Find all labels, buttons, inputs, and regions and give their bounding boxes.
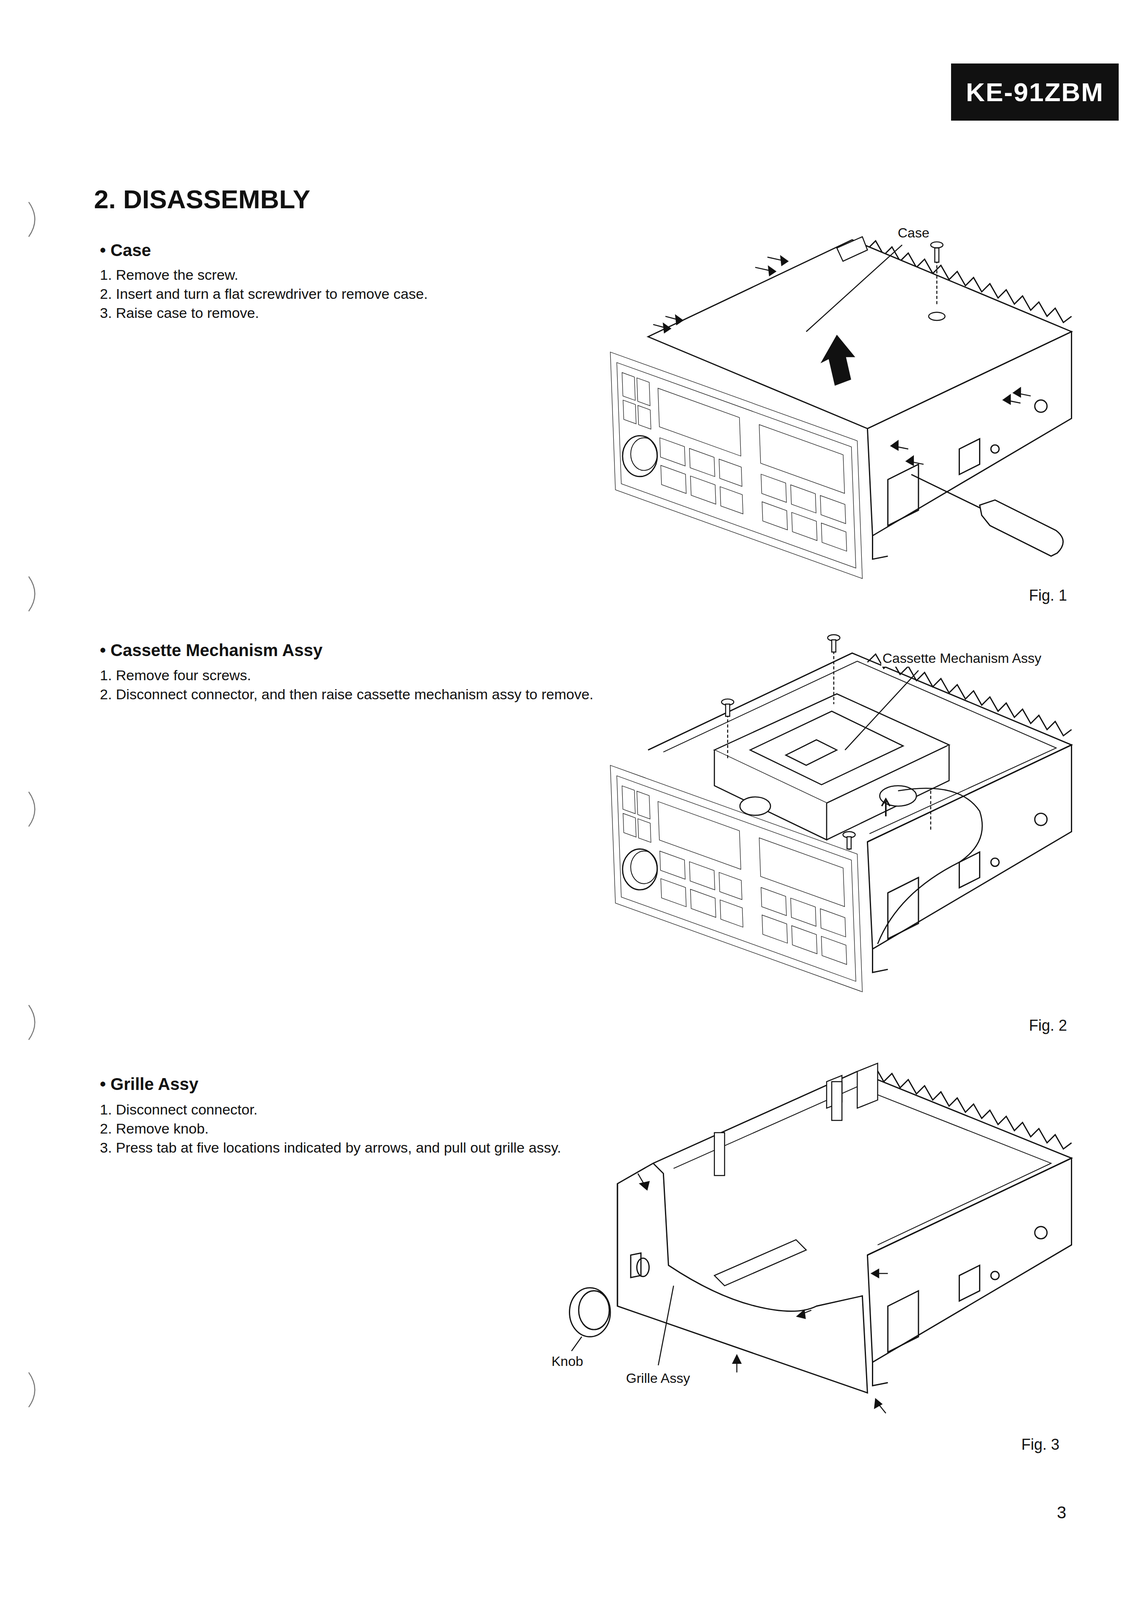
- step-text: 1. Remove the screw.: [99, 265, 633, 285]
- fig3-unit: [569, 1063, 1072, 1414]
- binding-marks: [28, 201, 35, 1407]
- page-title: 2. DISASSEMBLY: [93, 182, 311, 216]
- step-text: 2. Disconnect connector, and then raise …: [99, 685, 603, 704]
- part-name: Case: [896, 224, 931, 242]
- model-number: KE-91ZBM: [965, 77, 1104, 108]
- model-badge: KE-91ZBM: [951, 63, 1119, 121]
- part-name: Grille Assy: [624, 1369, 692, 1387]
- step-text: 1. Disconnect connector.: [99, 1100, 603, 1119]
- fig2-unit: [610, 634, 1072, 992]
- section-heading: • Cassette Mechanism Assy: [99, 639, 323, 661]
- section-heading: • Case: [99, 239, 152, 261]
- fig1-unit: [610, 236, 1072, 579]
- part-name: Knob: [550, 1352, 585, 1370]
- step-text: 3. Raise case to remove.: [99, 303, 633, 323]
- step-text: 2. Insert and turn a flat screwdriver to…: [99, 284, 633, 304]
- step-text: 3. Press tab at five locations indicated…: [99, 1138, 591, 1157]
- figure-number: Fig. 2: [1027, 1015, 1069, 1035]
- step-text: 1. Remove four screws.: [99, 666, 603, 685]
- figure-number: Fig. 1: [1027, 585, 1069, 605]
- figure-number: Fig. 3: [1020, 1434, 1061, 1454]
- page-number: 3: [1055, 1501, 1068, 1523]
- section-heading: • Grille Assy: [99, 1073, 199, 1095]
- step-text: 2. Remove knob.: [99, 1119, 603, 1138]
- part-name: Cassette Mechanism Assy: [881, 649, 1043, 667]
